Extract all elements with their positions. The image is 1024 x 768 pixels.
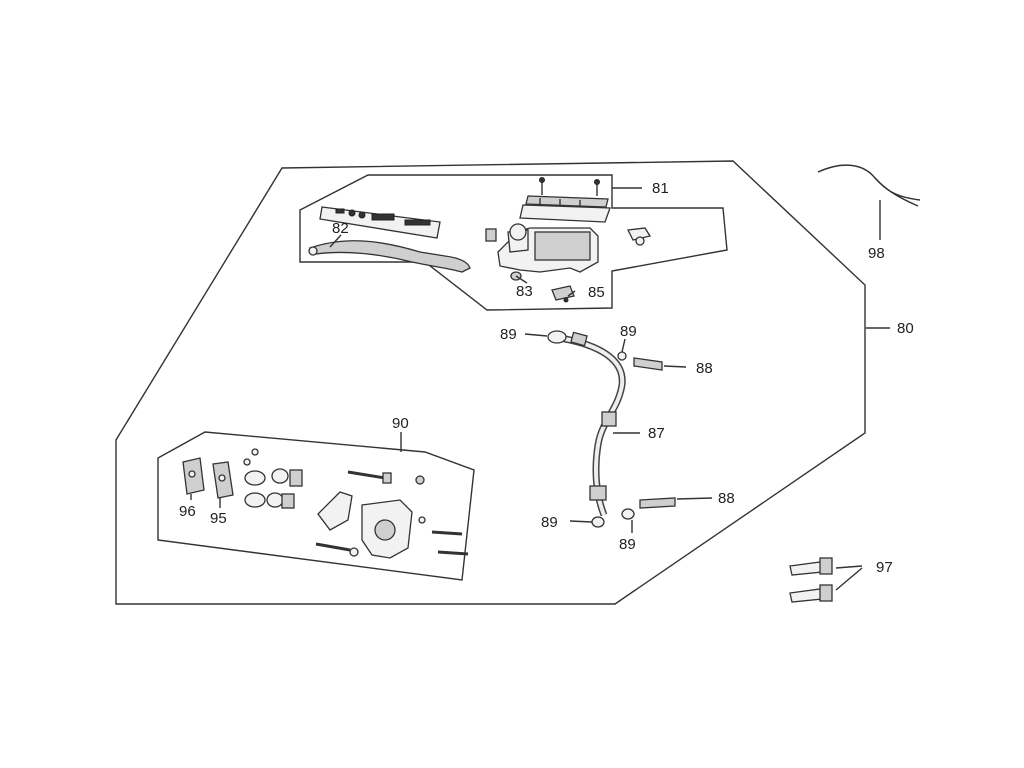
leader-lines [190, 187, 890, 591]
callout-82: 82 [332, 220, 349, 237]
callout-90: 90 [392, 415, 409, 432]
lever-graphic [308, 206, 471, 273]
callout-89-bottom-right: 89 [619, 536, 636, 553]
bolts-97-graphic [789, 557, 833, 603]
callout-88-bottom: 88 [718, 490, 735, 507]
callout-87: 87 [648, 425, 665, 442]
callout-88-top: 88 [696, 360, 713, 377]
callout-89-top-right: 89 [620, 323, 637, 340]
callout-83: 83 [516, 283, 533, 300]
master-cylinder-body [485, 177, 652, 303]
callout-95: 95 [210, 510, 227, 527]
callout-96: 96 [179, 503, 196, 520]
master-cylinder-panel [299, 174, 728, 311]
assembly-80-outline [115, 160, 866, 605]
callout-89-top-left: 89 [500, 326, 517, 343]
caliper-panel [157, 431, 475, 581]
callout-98: 98 [868, 245, 885, 262]
wire-98-graphic [817, 164, 921, 201]
callout-89-bottom-left: 89 [541, 514, 558, 531]
callout-85: 85 [588, 284, 605, 301]
brake-hose-graphic [547, 330, 676, 528]
callout-97: 97 [876, 559, 893, 576]
callout-81: 81 [652, 180, 669, 197]
callout-80: 80 [897, 320, 914, 337]
caliper-graphic [182, 448, 469, 559]
